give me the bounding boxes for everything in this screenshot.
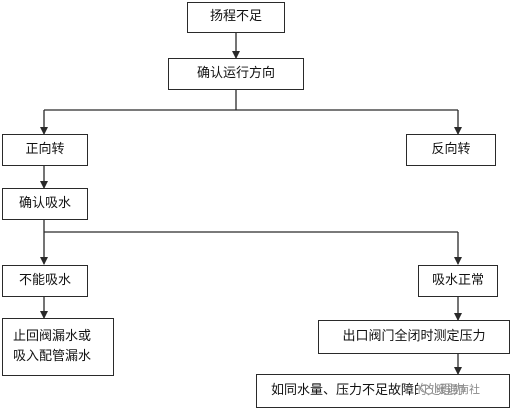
node-confirm-suction: 确认吸水	[2, 188, 88, 220]
node-same-water-pressure: 如同水量、压力不足故障的处理办	[256, 374, 510, 408]
chat-bubble-icon	[420, 383, 433, 394]
node-forward-rotation: 正向转	[2, 134, 88, 166]
node-reverse-rotation: 反向转	[406, 134, 496, 166]
watermark-text: 暖通南社	[436, 383, 480, 396]
node-valve-pipe-leak: 止回阀漏水或 吸入配管漏水	[2, 318, 114, 376]
watermark: 暖通南社	[418, 381, 482, 397]
node-insufficient-head: 扬程不足	[187, 2, 285, 33]
node-normal-suction: 吸水正常	[418, 265, 498, 297]
node-confirm-direction: 确认运行方向	[168, 58, 304, 90]
node-outlet-valve-test: 出口阀门全闭时测定压力	[318, 320, 510, 354]
node-cannot-suction: 不能吸水	[2, 265, 88, 297]
